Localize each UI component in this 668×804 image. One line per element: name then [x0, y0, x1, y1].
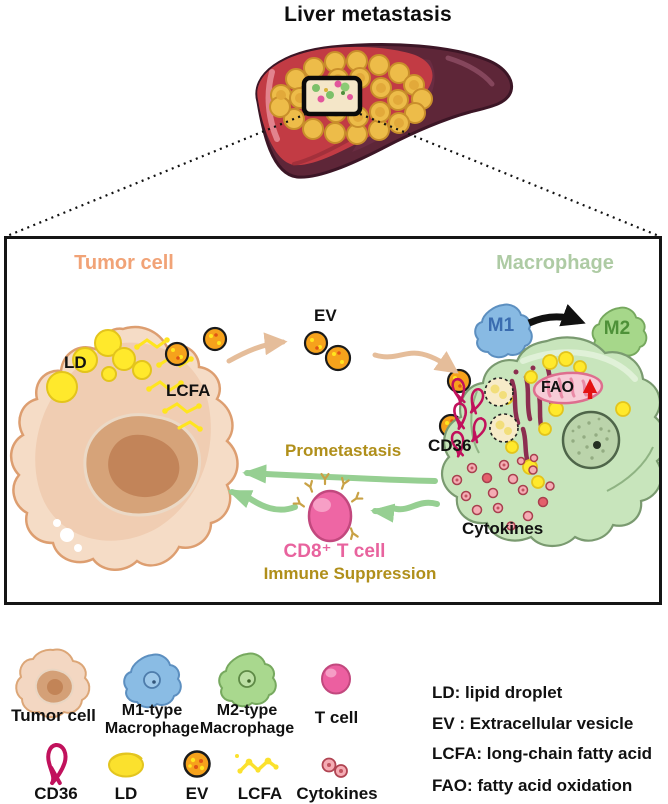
green-arrows: [227, 464, 440, 523]
lipid-droplets: [46, 329, 152, 403]
m2-label: M2: [603, 318, 631, 339]
legend-label-m1: M1-type Macrophage: [104, 702, 200, 737]
prometastasis-arrow: [242, 464, 438, 484]
mechanism-panel: [4, 236, 662, 605]
legend-label-cytokines: Cytokines: [296, 784, 378, 803]
m1-label: M1: [487, 315, 515, 336]
lcfa-icon: [235, 754, 279, 774]
legend-label-cd36: CD36: [34, 784, 78, 803]
immune-suppression-label: Immune Suppression: [263, 564, 437, 583]
mechanism-art: [10, 303, 659, 571]
t-cell-art: [292, 472, 364, 543]
ev-icon: [183, 750, 211, 778]
definition-lcfa: LCFA: long-chain fatty acid: [432, 744, 653, 763]
dotted-line-right: [359, 112, 660, 237]
definition-fao: FAO: fatty acid oxidation: [432, 776, 633, 795]
ev-label: EV: [314, 306, 337, 325]
dotted-line-left: [6, 112, 307, 237]
ld-icon: [108, 752, 144, 778]
ld-label: LD: [64, 353, 87, 372]
fao-label: FAO: [541, 379, 574, 396]
cytokines-icon: [321, 757, 348, 778]
legend-label-ld: LD: [114, 784, 138, 803]
macrophage-art: [440, 336, 659, 548]
tumor-cell-header: Tumor cell: [74, 252, 174, 274]
cytokine-dots: [451, 453, 555, 531]
mitochondrion-fao: [532, 371, 604, 405]
cytokines-label: Cytokines: [462, 519, 544, 538]
tumor-cell-icon: [15, 648, 91, 719]
definition-ld: LD: lipid droplet: [432, 683, 563, 702]
to-tcell-arrow: [370, 499, 440, 523]
secretion-arrows: [226, 332, 459, 374]
page-title: Liver metastasis: [284, 3, 452, 26]
cd8-t-cell-label: CD8⁺ T cell: [283, 541, 386, 562]
lcfa-label: LCFA: [166, 381, 211, 400]
m1-macrophage-icon: [123, 653, 182, 709]
polarization-arrow: [527, 304, 586, 327]
zoom-box: [301, 75, 363, 117]
cd36-icon: [46, 743, 68, 785]
legend-label-m2: M2-type Macrophage: [199, 702, 295, 737]
prometastasis-label: Prometastasis: [285, 441, 402, 460]
internalized-vesicles: [484, 377, 519, 443]
legend-art: [15, 648, 351, 785]
legend-label-t-cell: T cell: [314, 708, 359, 727]
macrophage-header: Macrophage: [496, 252, 614, 274]
cd36-label: CD36: [428, 436, 472, 455]
legend-label-lcfa: LCFA: [237, 784, 283, 803]
t-cell-icon: [321, 663, 351, 695]
to-tumor-arrow: [227, 489, 298, 513]
legend-label-tumor-cell: Tumor cell: [11, 706, 96, 725]
legend-label-ev: EV: [185, 784, 209, 803]
macrophage-lipid-droplets: [501, 351, 631, 489]
liver-illustration: [6, 43, 660, 237]
definition-ev: EV : Extracellular vesicle: [432, 714, 634, 733]
macrophage-nucleus: [561, 410, 621, 470]
m2-macrophage-icon: [218, 652, 277, 708]
